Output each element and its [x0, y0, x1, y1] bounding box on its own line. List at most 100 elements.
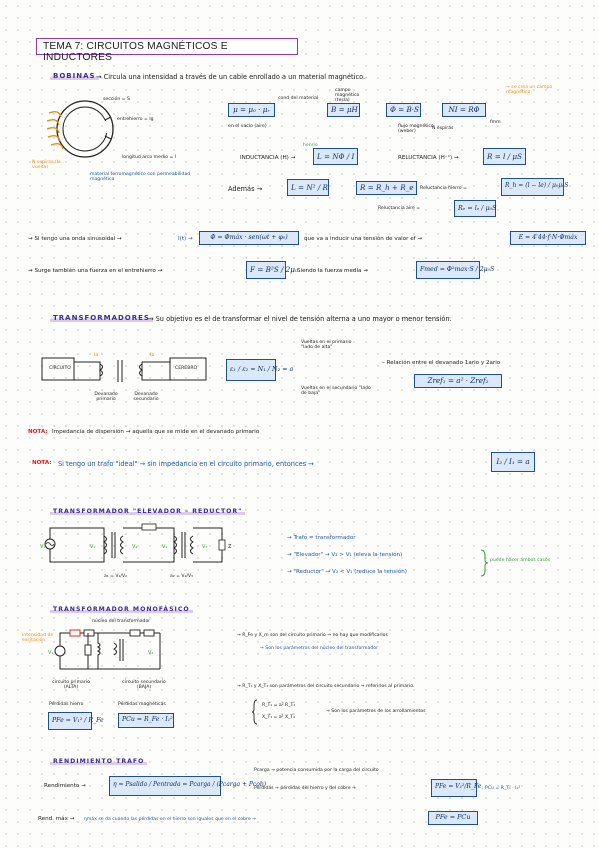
nota1-text: Impedancia de dispersión → aquella que s… — [52, 429, 260, 435]
label-cerebro: CEREBRO — [175, 366, 198, 371]
svg-text:V₂: V₂ — [148, 650, 153, 656]
svg-text:V₁: V₁ — [48, 650, 53, 656]
formula-pfe: PFe = V₁²/R_Fe — [431, 779, 481, 797]
note-campo: campo magnético (tesla) — [335, 88, 360, 103]
label-perd-h: Pérdidas hierro — [49, 702, 84, 707]
svg-text:V₂: V₂ — [132, 544, 137, 550]
note-espiras: N espiras — [432, 126, 454, 131]
label-nucleo: núcleo del transformador — [92, 619, 151, 624]
nota1-label: NOTA: — [28, 429, 48, 435]
label-perd-m: Pérdidas magnéticas — [118, 702, 166, 707]
formula-ratio: ε₁ / ε₂ = N₁ / N₂ = a — [226, 359, 293, 381]
section-bobinas: BOBINAS — [50, 72, 99, 80]
elevador-l1: → Trafo = transformador — [287, 535, 356, 541]
formula-Fmed: Fmed = Φ²max·S / 2μ₀S — [416, 261, 494, 279]
note-flujo: flujo magnético (weber) — [398, 124, 434, 134]
label-rel-hierro: Reluctancia hierro = — [420, 186, 467, 191]
rend-max-text: ηmáx se da cuando las pérdidas en el hie… — [84, 817, 257, 822]
svg-text:V₁: V₁ — [40, 544, 45, 550]
label-inductancia: INDUCTANCIA (H) → — [240, 155, 296, 161]
rend-max-label: Rend. máx → — [38, 816, 75, 822]
section-transformadores: TRANSFORMADORES — [50, 314, 153, 322]
elevador-circuit: V₁ V₁ V₂ V₂ V₃ Z — [40, 523, 232, 563]
formula-pcu: ; PCu = R_T₁ · I₁² — [482, 786, 521, 791]
label-a1: a₁ = V₁/V₂ — [104, 574, 127, 579]
label-intens: intensidad de excitación — [22, 633, 54, 643]
label-sec: circuito secundario (BAJA) — [122, 680, 166, 690]
nota2-text: Si tengo un trafo "ideal" → sin impedanc… — [58, 460, 314, 468]
onda-text: → Si tengo una onda sinusoidal → — [28, 236, 122, 242]
formula-mu: μ = μ₀ · μᵣ — [228, 103, 275, 117]
label-ademas: Además → — [228, 185, 263, 193]
note-vacio: en el vacío (aire) — [228, 124, 267, 129]
formula-PFe: PFe = V₁² / R_Fe — [48, 712, 104, 730]
formula-L1: L = NΦ / I — [313, 148, 358, 165]
formula-igual: PFe = PCu — [428, 811, 478, 825]
formula-B: B = μH — [327, 103, 360, 117]
fuerza-text: → Surge también una fuerza en el entrehi… — [28, 268, 163, 274]
label-v1: Vueltas en el primario "lado de alta" — [301, 340, 352, 350]
note-cond-material: cond del material — [278, 96, 319, 101]
section-monofasico: TRANSFORMADOR MONOFÁSICO — [50, 606, 193, 613]
formula-onda-E: E = 4'44·f·N·Φmáx — [510, 231, 586, 245]
rend-pcarga: Pcarga → potencia consumida por la carga… — [254, 768, 379, 773]
bobinas-intro: → Circula una intensidad a través de un … — [96, 73, 366, 81]
note-henrio: henrio — [303, 143, 318, 148]
page-title: TEMA 7: CIRCUITOS MAGNÉTICOS E INDUCTORE… — [43, 41, 228, 63]
mono-brace — [251, 699, 258, 725]
mono-r3c: → Son los parámetros de los arrollamient… — [326, 709, 426, 714]
formula-ratio2: I₂ / I₁ = a — [491, 452, 535, 472]
section-elevador: TRANSFORMADOR "ELEVADOR – REDUCTOR" — [50, 508, 246, 515]
svg-text:V₂: V₂ — [162, 544, 167, 550]
formula-F: F = B²S / 2μ₀ — [246, 261, 298, 279]
formula-Rh: R_h = (l − le) / μ₀μᵣS — [501, 178, 568, 196]
formula-Rsum: R = R_h + R_e — [356, 181, 417, 195]
label-circuito: CIRCUITO — [49, 366, 71, 371]
label-a2: a₂ = V₂/V₃ — [170, 574, 193, 579]
formula-onda-phi: Φ = Φmáx · sen(ωt + φ₀) — [199, 231, 299, 245]
formula-rend: η = Psalida / Pentrada = Pcarga / (Pcarg… — [109, 776, 266, 796]
svg-text:V₃: V₃ — [202, 544, 207, 550]
mono-r1b: → Son los parámetros del núcleo del tran… — [260, 646, 378, 651]
coil-seccion: sección = S — [103, 97, 130, 102]
svg-text:Ib: Ib — [150, 352, 154, 358]
label-prim: circuito primario (ALTA) — [52, 680, 90, 690]
formula-L2: L = N² / R — [287, 179, 329, 196]
label-dev1: Devanado primario — [94, 392, 118, 402]
title-box: TEMA 7: CIRCUITOS MAGNÉTICOS E INDUCTORE… — [36, 38, 298, 63]
brace — [480, 549, 489, 577]
coil-material: material ferromagnético con permeabilida… — [90, 172, 191, 182]
nota2-label: NOTA: — [32, 460, 52, 466]
label-relacion: – Relación entre el devanado 1ario y 2ar… — [382, 360, 501, 366]
rend-perdidas: Pérdidas → pérdidas del hierro y del cob… — [254, 786, 356, 791]
label-reluctancia: RELUCTANCIA (H⁻¹) → — [398, 155, 459, 161]
coil-drawing — [46, 100, 114, 158]
mono-r1: → R_Fe y X_m son del circuito primario →… — [237, 633, 388, 638]
mono-r2: → R_T₁ y X_T₂ son parámetros del circuit… — [237, 684, 415, 689]
label-dev2: Devanado secundario — [133, 392, 159, 402]
svg-text:Ia: Ia — [94, 352, 98, 358]
label-rel-aire: Reluctancia aire = — [378, 206, 421, 211]
formula-PCu: PCu = R_Fe · I₁² — [118, 713, 174, 728]
formula-NI: NI = RΦ — [442, 103, 486, 117]
section-rendimiento: RENDIMIENTO TRAFO — [50, 758, 148, 765]
formula-phi: Φ = B·S — [386, 103, 421, 117]
elevador-l3: → "Reductor" → V₂ < V₁ (reduce la tensió… — [287, 569, 407, 575]
monofasico-circuit: V₁ V₂ — [48, 629, 161, 670]
note-crea-campo: → se crea un campo magnético — [506, 85, 553, 95]
mono-r3a: R_T₁ = a² R_T₂ — [262, 703, 296, 708]
onda-i: I(t) → — [178, 236, 193, 242]
coil-espiras: N espiras (la vuelta) — [32, 160, 61, 170]
transformer-block-diagram: Ia Ib — [41, 352, 207, 382]
onda-rest: que va a inducir una tensión de valor ef… — [304, 236, 423, 242]
mono-r3b: X_T₁ = a² X_T₂ — [262, 715, 296, 720]
rend-label: Rendimiento → — [44, 783, 86, 789]
svg-text:V₁: V₁ — [90, 544, 95, 550]
brace-note: puede hacer ambos casos — [490, 558, 551, 563]
label-v2: Vueltas en el secundario "lado de baja" — [301, 386, 371, 396]
formula-R1: R = l / μS — [483, 148, 526, 165]
formula-Re: Rₑ = lₑ / μ₀S — [454, 200, 497, 217]
fuerza-mid: Siendo la fuerza media → — [297, 268, 368, 274]
transformadores-intro: → Su objetivo es el de transformar el ni… — [148, 315, 452, 323]
formula-zref: Zref₁ = a² · Zref₂ — [414, 374, 502, 388]
